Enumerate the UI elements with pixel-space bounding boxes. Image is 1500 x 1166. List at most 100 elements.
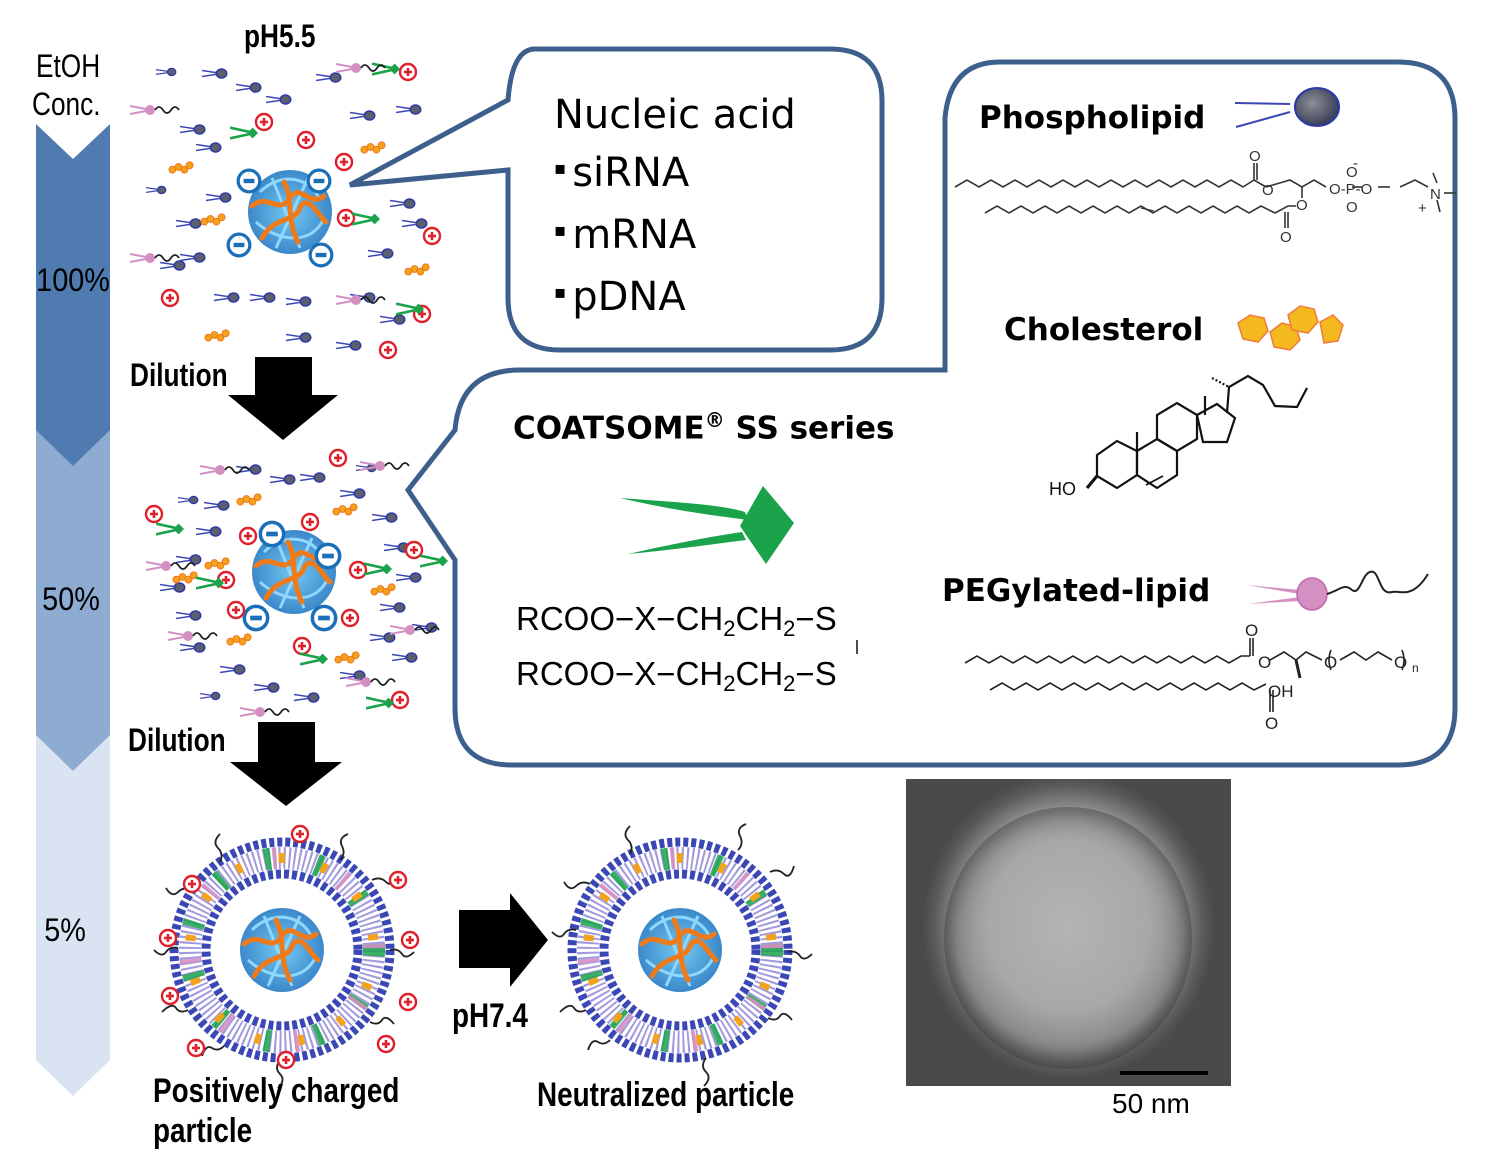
- etoh-segment-100: [36, 124, 110, 466]
- svg-text:O: O: [1296, 197, 1308, 214]
- phospholipid-icon: [202, 68, 228, 79]
- nucleic-acid-callout: Nucleic acid ▪siRNA ▪mRNA ▪pDNA: [554, 90, 796, 326]
- cholesterol-structure: [1085, 374, 1308, 490]
- nucleic-acid-item: ▪siRNA: [554, 140, 796, 202]
- positive-charge-icon: [144, 504, 164, 524]
- cholesterol-icon: [332, 503, 358, 516]
- tem-micrograph: [906, 779, 1231, 1086]
- positive-charge-icon: [348, 560, 368, 580]
- phospholipid-icon: [266, 94, 292, 105]
- cholesterol-icon: [172, 571, 198, 584]
- ss-lipid-icon: [156, 522, 184, 536]
- scale-bar: [1120, 1071, 1208, 1075]
- phospholipid-icon: [396, 104, 422, 115]
- peg-chains: [551, 823, 813, 1087]
- nucleic-acid-callout-frame: [348, 46, 885, 353]
- svg-text:O: O: [1258, 653, 1271, 672]
- cholesterol-icon: [168, 161, 194, 174]
- positive-charge-icon: [388, 870, 408, 890]
- coatsome-title: COATSOME® SS series: [513, 408, 894, 446]
- phospholipid-icon: [350, 110, 376, 121]
- positive-charge-icon: [160, 288, 180, 308]
- ph-shift-arrow: [459, 893, 548, 987]
- svg-text:O: O: [1324, 653, 1337, 672]
- nucleic-acid-core: [638, 908, 722, 992]
- ss-lipid-icon: [230, 126, 258, 140]
- etoh-segment-50: [36, 410, 110, 771]
- phospholipid-icon: [368, 248, 394, 259]
- phospholipid-icon: [180, 124, 206, 135]
- positive-charge-icon: [404, 540, 424, 560]
- peg-lipid-icon: [240, 706, 290, 718]
- cholesterol-icon: [370, 583, 396, 596]
- ss-formula-line2: RCOO−X−CH2CH2−S: [516, 655, 837, 696]
- phospholipid-icon: [146, 185, 167, 195]
- cholesterol-label: Cholesterol: [1004, 312, 1204, 348]
- ss-formula-line1: RCOO−X−CH2CH2−S: [516, 600, 837, 641]
- cholesterol-icon: [204, 329, 230, 342]
- svg-text:-: -: [1353, 155, 1358, 172]
- svg-text:+: +: [1418, 200, 1427, 217]
- etoh-gradient-arrow: [36, 124, 110, 1096]
- negative-charge-icon: [260, 522, 283, 545]
- phospholipid-icon: [214, 292, 240, 303]
- etoh-title-line1: EtOH: [36, 48, 101, 84]
- positive-charge-icon: [334, 152, 354, 172]
- nucleic-acid-pdna: pDNA: [572, 274, 686, 320]
- svg-text:O: O: [1346, 199, 1358, 216]
- positive-charge-icon: [296, 130, 316, 150]
- positive-particle-label-line1: Positively charged: [153, 1072, 400, 1110]
- nucleic-acid-item: ▪pDNA: [554, 264, 796, 326]
- tem-particle-rim: [944, 807, 1192, 1069]
- cholesterol-legend-icon: [1237, 305, 1344, 351]
- positive-charge-icon: [398, 992, 418, 1012]
- neutralized-particle-graphic: [551, 823, 813, 1087]
- etoh-level-5: 5%: [44, 912, 86, 948]
- positive-charge-icon: [340, 608, 360, 628]
- phospholipid-icon: [286, 296, 312, 307]
- phospholipid-icon: [336, 340, 362, 351]
- positively-charged-particle-graphic: [153, 824, 420, 1089]
- svg-text:O-P-O: O-P-O: [1329, 181, 1372, 198]
- dilution-label-1: Dilution: [130, 357, 228, 393]
- ss-lipid-icon: [366, 696, 394, 710]
- ss-lipid-icon: [396, 302, 424, 316]
- condensing-lipid-mixture: [144, 448, 448, 718]
- phospholipid-icon: [196, 142, 222, 153]
- phospholipid-icon: [176, 218, 202, 229]
- positive-charge-icon: [160, 986, 180, 1006]
- nucleic-acid-item: ▪mRNA: [554, 202, 796, 264]
- phospholipid-icon: [206, 192, 232, 203]
- nucleic-acid-title: Nucleic acid: [554, 92, 796, 138]
- negative-charge-icon: [312, 606, 335, 629]
- positive-charge-icon: [328, 448, 348, 468]
- phospholipid-icon: [316, 72, 342, 83]
- phospholipid-label: Phospholipid: [979, 100, 1206, 136]
- start-ph-label: pH5.5: [244, 18, 316, 54]
- negative-charge-icon: [308, 170, 330, 192]
- nucleic-acid-core: [240, 908, 324, 992]
- etoh-concentration-scale: EtOH Conc. 100% 50% 5%: [0, 0, 140, 1166]
- positive-charge-icon: [254, 112, 274, 132]
- svg-text:n: n: [1412, 661, 1419, 675]
- peg-lipid-icon: [168, 630, 218, 642]
- phospholipid-icon: [236, 82, 262, 93]
- nucleic-acid-sirna: siRNA: [572, 150, 690, 196]
- svg-text:O: O: [1262, 182, 1274, 199]
- ss-lipid-icon: [420, 554, 448, 568]
- phospholipid-icon: [180, 252, 206, 263]
- positive-charge-icon: [182, 874, 202, 894]
- cholesterol-icon: [360, 141, 386, 154]
- peg-lipid-icon: [200, 464, 250, 476]
- etoh-title-line2: Conc.: [32, 86, 101, 122]
- phospholipid-icon: [156, 67, 177, 77]
- peg-lipid-label: PEGylated-lipid: [942, 573, 1211, 609]
- positive-charge-icon: [290, 824, 310, 844]
- peg-lipid-icon: [130, 252, 180, 264]
- positive-charge-icon: [336, 208, 356, 228]
- phospholipid-icon: [390, 198, 416, 209]
- phospholipid-icon: [380, 314, 406, 325]
- positive-charge-icon: [398, 62, 418, 82]
- peg-lipid-structure: [964, 638, 1405, 712]
